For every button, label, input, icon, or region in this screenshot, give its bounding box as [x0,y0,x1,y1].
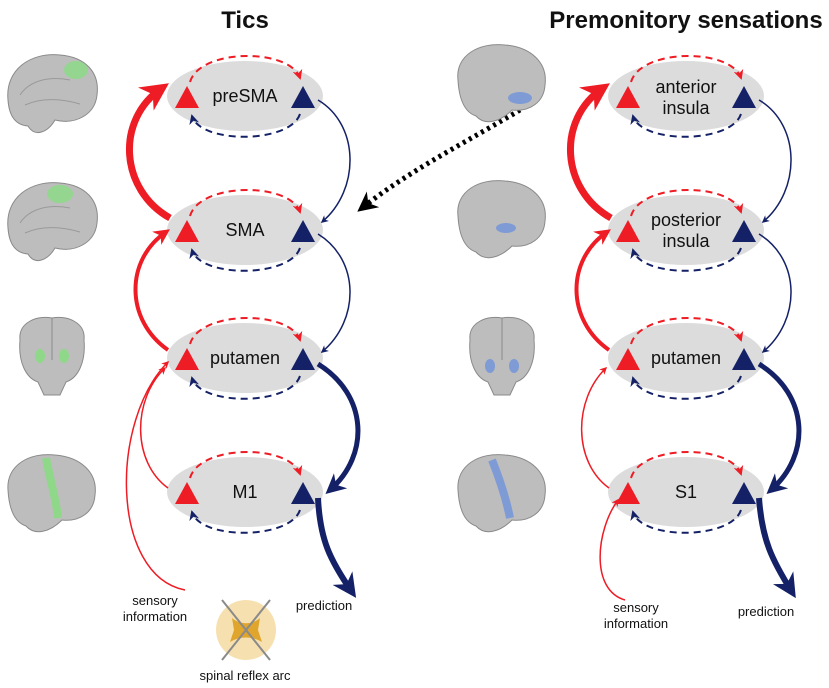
navy-triangle-icon [732,482,756,504]
sagittal-brain-icon [7,182,98,262]
label-sensory-right-2: information [604,616,668,631]
node-putamen-left [167,323,323,393]
navy-descending-arrows-right [756,99,802,599]
node-s1 [608,457,764,527]
coronal-brain-icon [469,316,535,396]
red-triangle-icon [616,86,640,108]
label-posterior-insula-2: insula [662,231,710,251]
red-triangle-icon [175,482,199,504]
lateral-brain-icon [457,454,546,533]
label-sensory-left-1: sensory [132,593,178,608]
node-m1 [167,457,323,527]
label-anterior-insula-1: anterior [655,77,716,97]
node-sma [167,195,323,265]
label-sma: SMA [225,220,264,240]
coronal-brain-icon [19,316,85,396]
node-anterior-insula [608,61,764,131]
red-triangle-icon [616,482,640,504]
label-putamen-left: putamen [210,348,280,368]
label-putamen-right: putamen [651,348,721,368]
navy-triangle-icon [291,220,315,242]
red-triangle-icon [175,348,199,370]
node-posterior-insula [608,195,764,265]
red-triangle-icon [616,220,640,242]
navy-triangle-icon [732,348,756,370]
lateral-brain-icon [457,180,546,259]
triangles-right [616,86,756,504]
cross-link-dotted-arrow [357,107,522,212]
dashed-loops-left [189,55,303,534]
label-m1: M1 [232,482,257,502]
node-putamen-right [608,323,764,393]
triangles-left [175,86,315,504]
label-prediction-left: prediction [296,598,352,613]
red-ascending-arrows-left [125,83,186,591]
red-ascending-arrows-right [567,83,626,601]
label-presma: preSMA [212,86,277,106]
spinal-cord-icon [216,599,276,661]
label-prediction-right: prediction [738,604,794,619]
navy-triangle-icon [291,86,315,108]
navy-triangle-icon [732,220,756,242]
label-anterior-insula-2: insula [662,98,710,118]
red-triangle-icon [175,220,199,242]
lateral-brain-icon [7,454,96,533]
label-s1: S1 [675,482,697,502]
title-premonitory-sensations: Premonitory sensations [549,7,822,34]
navy-triangle-icon [291,348,315,370]
node-presma [167,61,323,131]
lateral-brain-icon [457,44,546,123]
navy-descending-arrows-left [315,99,361,598]
label-sensory-right-1: sensory [613,600,659,615]
sagittal-brain-icon [7,54,98,134]
label-sensory-left-2: information [123,609,187,624]
dashed-loops-right [630,55,744,534]
label-posterior-insula-1: posterior [651,210,721,230]
navy-triangle-icon [732,86,756,108]
title-tics: Tics [221,7,269,34]
red-triangle-icon [616,348,640,370]
label-spinal-reflex-arc: spinal reflex arc [199,668,291,683]
red-triangle-icon [175,86,199,108]
navy-triangle-icon [291,482,315,504]
